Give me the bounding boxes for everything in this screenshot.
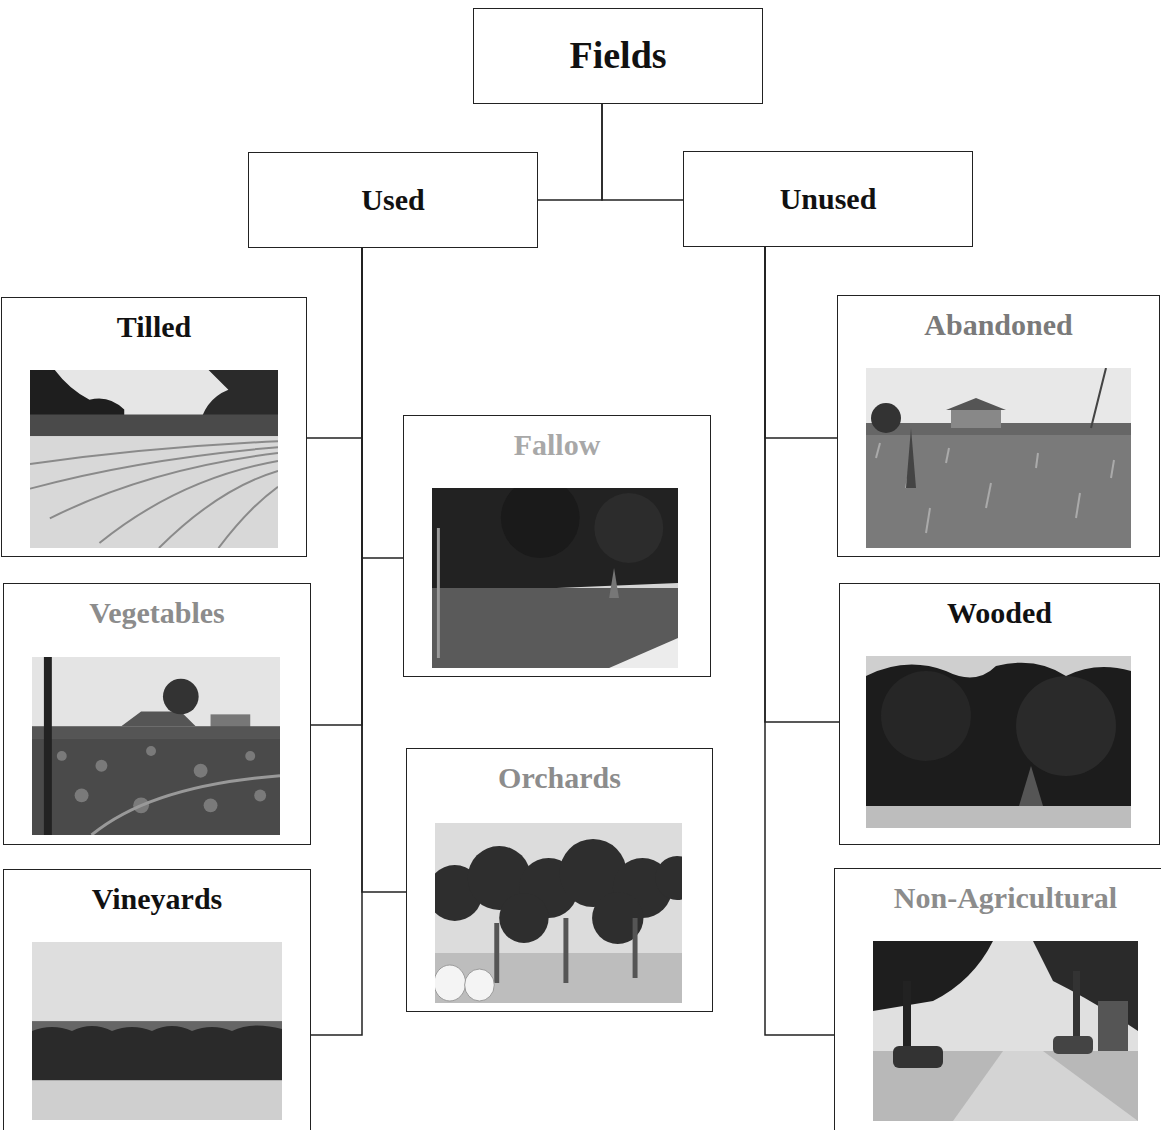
field-type-box: Vineyards (3, 869, 311, 1130)
field-photo (432, 488, 678, 668)
node-title: Vineyards (4, 882, 310, 917)
category-box: Used (248, 152, 538, 248)
node-title: Unused (780, 182, 877, 217)
field-type-box: Fallow (403, 415, 711, 677)
field-type-box: Tilled (1, 297, 307, 557)
node-title: Fields (569, 34, 666, 78)
tree-connector (765, 247, 839, 722)
node-title: Tilled (2, 310, 306, 345)
node-title: Abandoned (838, 308, 1159, 343)
tree-connector (765, 247, 834, 1035)
field-photo (435, 823, 682, 1003)
field-photo (873, 941, 1138, 1121)
tree-connector (362, 248, 403, 558)
tree-connector (602, 104, 683, 200)
tree-connector (311, 248, 362, 1035)
field-photo (32, 657, 280, 835)
node-title: Vegetables (4, 596, 310, 631)
field-type-box: Orchards (406, 748, 713, 1012)
field-photo (32, 942, 282, 1120)
tree-connector (362, 248, 406, 892)
tree-connector (311, 248, 362, 725)
category-box: Unused (683, 151, 973, 247)
node-title: Fallow (404, 428, 710, 463)
field-photo (866, 656, 1131, 828)
tree-connector (765, 247, 837, 438)
node-title: Orchards (407, 761, 712, 796)
node-title: Wooded (840, 596, 1159, 631)
field-photo (866, 368, 1131, 548)
field-type-box: Wooded (839, 583, 1160, 845)
tree-connector (538, 104, 602, 200)
field-type-box: Non-Agricultural (834, 868, 1161, 1130)
field-type-box: Vegetables (3, 583, 311, 845)
node-title: Non-Agricultural (835, 881, 1161, 916)
field-photo (30, 370, 278, 548)
category-box: Fields (473, 8, 763, 104)
field-type-box: Abandoned (837, 295, 1160, 557)
tree-connector (307, 248, 362, 438)
node-title: Used (361, 183, 424, 218)
